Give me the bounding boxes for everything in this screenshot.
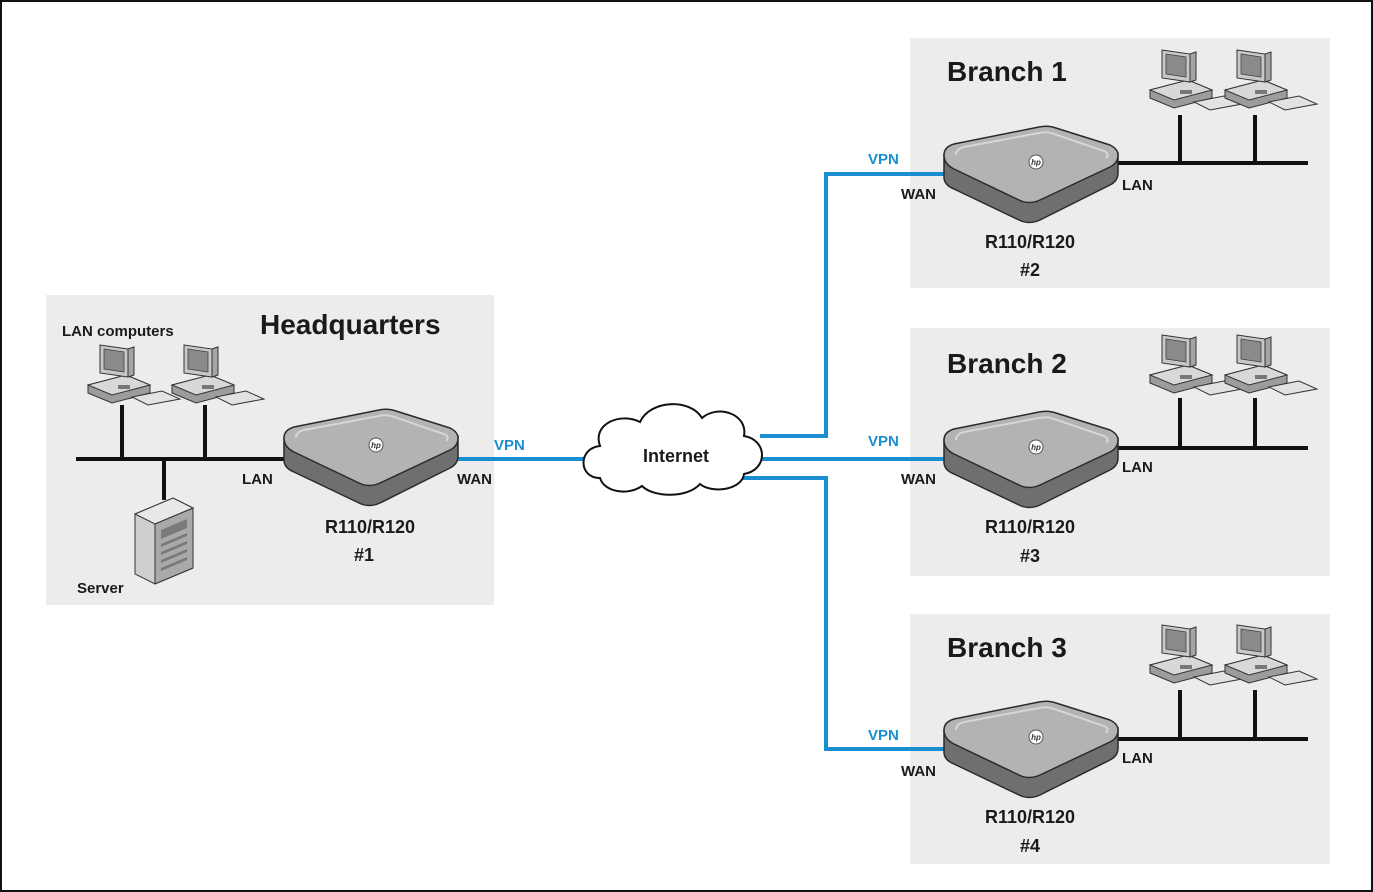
branch-2-lan-port-label: LAN (1122, 459, 1153, 476)
vpn-link-branch-3 (730, 476, 944, 751)
hq-router-model: R110/R120 (325, 517, 415, 537)
server-icon (134, 497, 194, 585)
branch-1-lan-bus (1112, 115, 1308, 165)
cloud-icon (582, 403, 763, 496)
branch-2-lan-bus (1112, 398, 1308, 450)
branch-1-title: Branch 1 (947, 56, 1067, 87)
branch-1-vpn-label: VPN (868, 151, 899, 168)
branch-2-router-model: R110/R120 (985, 517, 1075, 537)
hq-lan-port-label: LAN (242, 471, 273, 488)
hq-router-number: #1 (354, 545, 374, 565)
lan-computers-label: LAN computers (62, 323, 174, 340)
hq-title: Headquarters (260, 309, 441, 340)
branch-3-router-number: #4 (1020, 836, 1040, 856)
branch-2-vpn-label: VPN (868, 433, 899, 450)
branch-3-router-model: R110/R120 (985, 807, 1075, 827)
branch-2-wan-port-label: WAN (901, 471, 936, 488)
branch-3-lan-bus (1112, 690, 1308, 741)
branch-1-router-model: R110/R120 (985, 232, 1075, 252)
branch-3-vpn-label: VPN (868, 727, 899, 744)
branch-3-lan-port-label: LAN (1122, 750, 1153, 767)
internet-label: Internet (643, 446, 709, 466)
branch-2-title: Branch 2 (947, 348, 1067, 379)
hq-lan-bus (76, 405, 288, 500)
server-label: Server (77, 580, 124, 597)
branch-1-lan-port-label: LAN (1122, 177, 1153, 194)
branch-3-title: Branch 3 (947, 632, 1067, 663)
branch-1-router-number: #2 (1020, 260, 1040, 280)
vpn-link-branch-1 (760, 172, 944, 438)
branch-1-wan-port-label: WAN (901, 186, 936, 203)
branch-3-wan-port-label: WAN (901, 763, 936, 780)
hq-vpn-label: VPN (494, 437, 525, 454)
branch-2-router-number: #3 (1020, 546, 1040, 566)
vpn-links (455, 172, 944, 751)
hq-wan-port-label: WAN (457, 471, 492, 488)
